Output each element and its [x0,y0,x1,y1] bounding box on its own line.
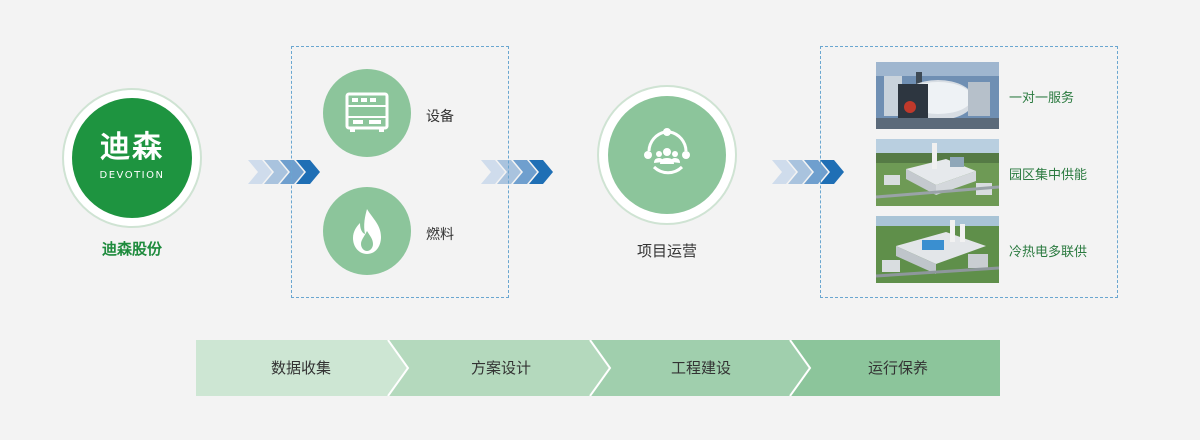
services-group [820,46,1118,298]
process-step-maintenance: 运行保养 [796,340,1000,396]
chevron-arrow-icon [481,160,553,184]
industrial-park-photo [876,139,999,206]
power-plant-photo [876,216,999,283]
process-step-data-collection: 数据收集 [196,340,406,396]
service-label-one-to-one: 一对一服务 [1009,91,1075,106]
process-bar [196,340,1000,396]
logo-chinese-text: 迪森 [100,130,164,165]
boiler-photo [876,62,999,129]
team-cycle-icon [608,96,726,214]
service-label-industrial-park: 园区集中供能 [1009,168,1088,183]
service-label-cchp: 冷热电多联供 [1009,245,1088,260]
logo-disc: 迪森 DEVOTION [72,98,192,218]
input-label-fuel: 燃料 [426,227,454,243]
operation-circle [597,85,737,225]
process-step-construction: 工程建设 [596,340,806,396]
process-step-solution-design: 方案设计 [396,340,606,396]
process-step-label: 工程建设 [670,359,731,377]
operation-label: 项目运营 [636,242,697,260]
inputs-group [291,46,509,298]
chevron-arrow-icon [248,160,320,184]
process-step-label: 运行保养 [867,359,928,377]
chevron-arrow-icon [772,160,844,184]
input-label-equipment: 设备 [426,109,454,125]
equipment-icon [323,69,411,157]
flame-icon [323,187,411,275]
logo-english-text: DEVOTION [99,170,165,181]
process-step-label: 方案设计 [470,359,531,377]
company-logo: 迪森 DEVOTION [62,88,202,228]
company-name: 迪森股份 [101,240,162,258]
process-step-label: 数据收集 [270,359,331,377]
